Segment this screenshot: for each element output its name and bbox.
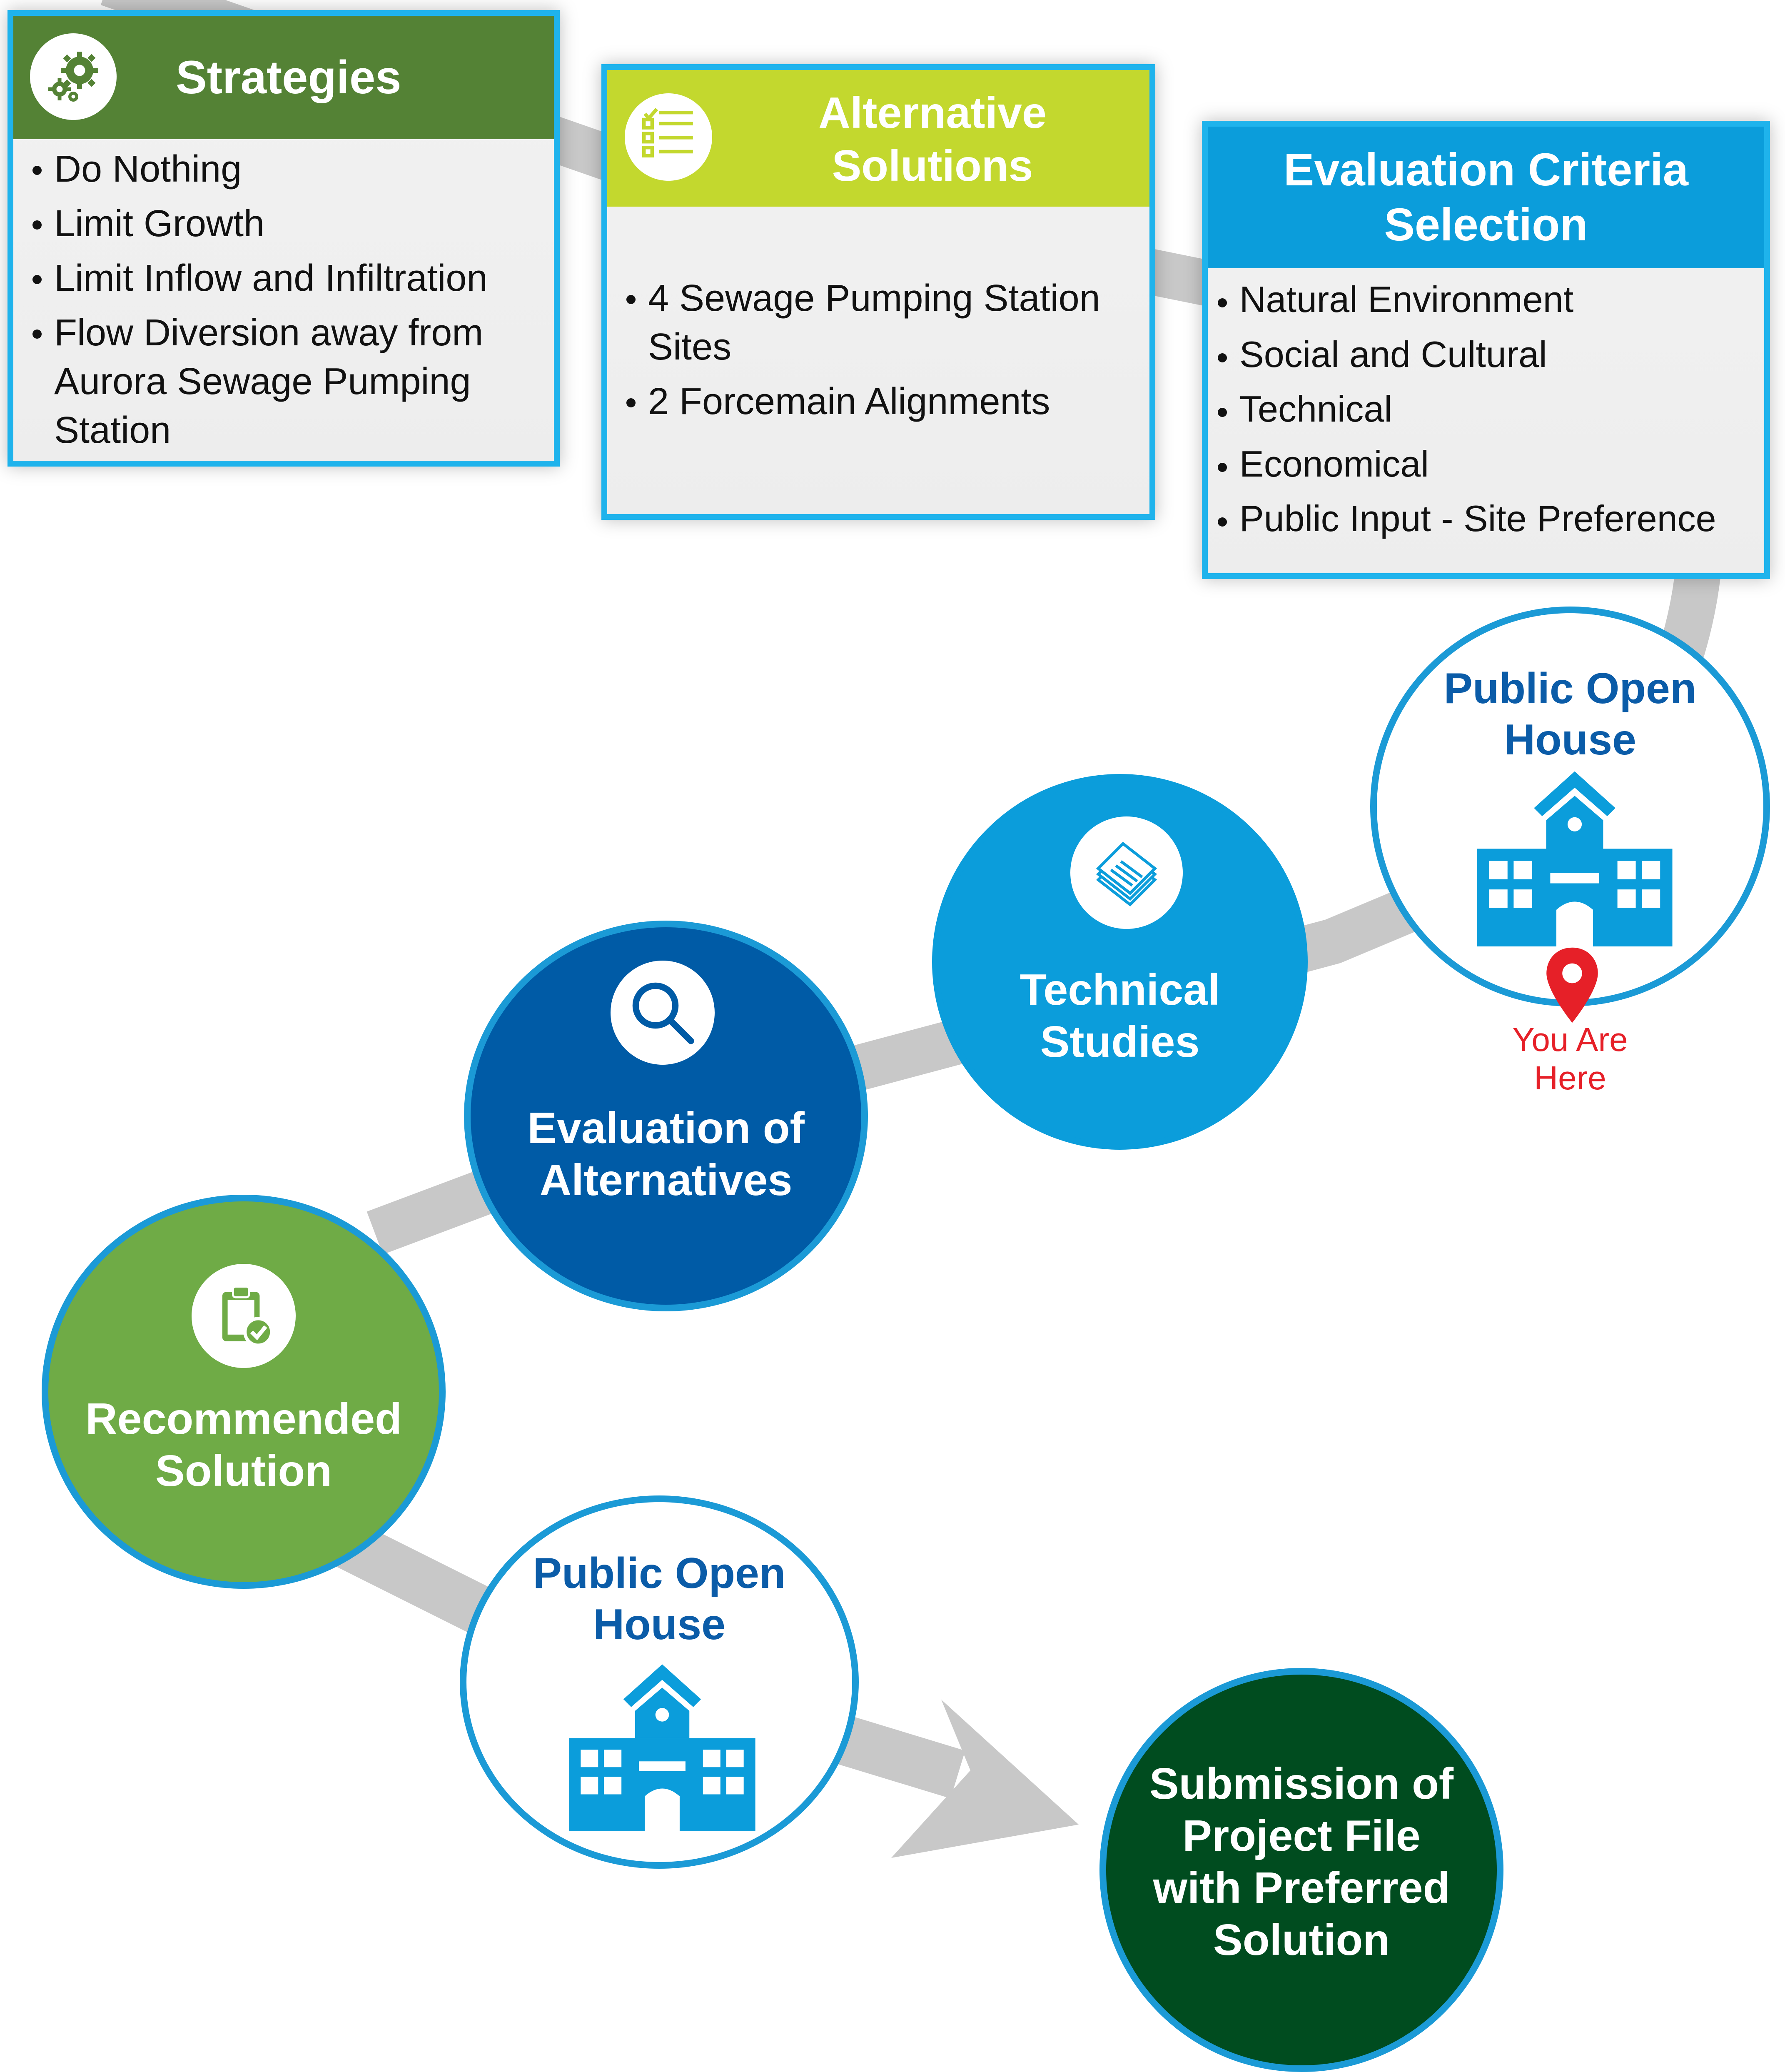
clipboard-check-icon (192, 1264, 296, 1368)
list-item: 4 Sewage Pumping Station Sites (622, 274, 1141, 372)
criteria-header: Evaluation Criteria Selection (1208, 127, 1764, 268)
evaluation-alternatives-circle: Evaluation of Alternatives (464, 921, 868, 1311)
technical-studies-circle: Technical Studies (932, 774, 1308, 1150)
list-item: Economical (1214, 442, 1756, 486)
list-item: Natural Environment (1214, 277, 1756, 322)
you-are-here-label: You Are Here (1512, 1021, 1628, 1096)
evaluation-criteria-box: Evaluation Criteria Selection Natural En… (1202, 121, 1770, 579)
strategies-header: Strategies (13, 16, 554, 139)
list-item: Public Input - Site Preference (1214, 497, 1756, 541)
list-item: Flow Diversion away from Aurora Sewage P… (28, 309, 546, 455)
alternatives-list: 4 Sewage Pumping Station Sites 2 Forcema… (622, 274, 1141, 432)
criteria-title: Evaluation Criteria Selection (1284, 144, 1688, 250)
documents-icon (1070, 816, 1183, 929)
open-house-label: Public Open House (1443, 664, 1697, 764)
strategies-box: Strategies Do Nothing Limit Growth Limit… (7, 10, 560, 467)
strategies-list: Do Nothing Limit Growth Limit Inflow and… (28, 145, 546, 461)
evaluation-label: Evaluation of Alternatives (527, 1103, 805, 1205)
school-building-icon (569, 1664, 755, 1831)
open-house-label: Public Open House (533, 1549, 786, 1649)
alternatives-title: Alternative Solutions (818, 88, 1047, 191)
list-item: 2 Forcemain Alignments (622, 377, 1141, 426)
recommended-solution-circle: Recommended Solution (42, 1195, 446, 1589)
strategies-title: Strategies (176, 51, 401, 103)
list-item: Limit Growth (28, 200, 546, 248)
school-building-icon (1477, 771, 1673, 946)
criteria-list: Natural Environment Social and Cultural … (1214, 277, 1756, 552)
gears-icon (30, 33, 117, 120)
list-item: Social and Cultural (1214, 332, 1756, 377)
list-item: Limit Inflow and Infiltration (28, 254, 546, 303)
submission-circle: Submission of Project File with Preferre… (1099, 1668, 1503, 2072)
recommended-label: Recommended Solution (85, 1394, 402, 1496)
technical-studies-label: Technical Studies (1020, 965, 1220, 1067)
list-item: Do Nothing (28, 145, 546, 194)
arrow-head (891, 1700, 1079, 1858)
submission-label: Submission of Project File with Preferre… (1149, 1759, 1454, 1965)
alternative-solutions-box: Alternative Solutions 4 Sewage Pumping S… (601, 64, 1155, 520)
alternatives-header: Alternative Solutions (607, 70, 1149, 207)
location-pin-icon (1546, 947, 1598, 1023)
list-item: Technical (1214, 387, 1756, 431)
magnifier-icon (611, 961, 715, 1065)
open-house-circle-future: Public Open House (460, 1495, 859, 1869)
checklist-icon (625, 93, 712, 181)
